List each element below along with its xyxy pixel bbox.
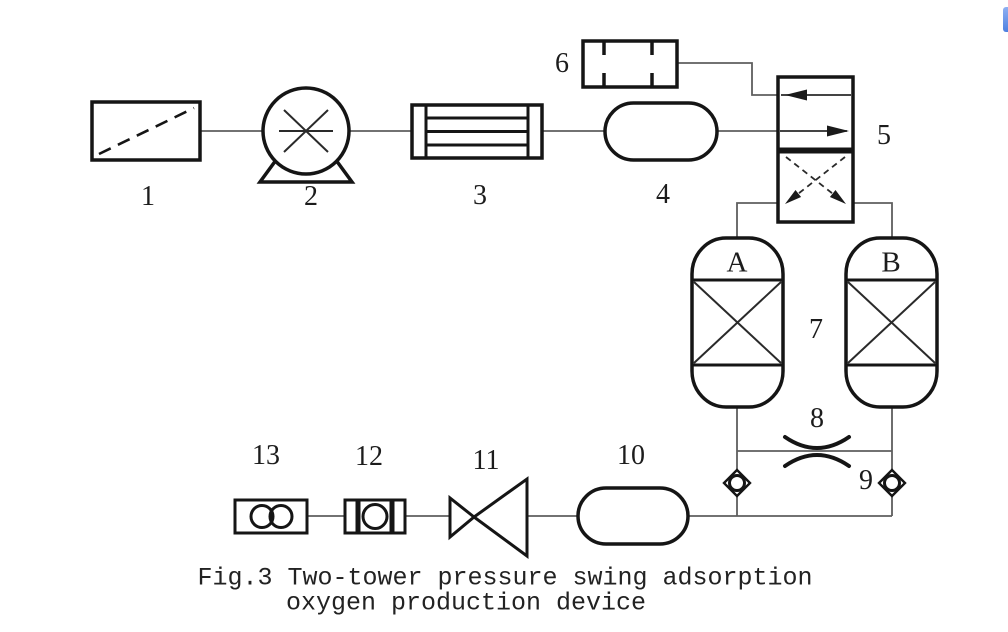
label-12: 12 — [355, 441, 383, 472]
adsorption-tower-b — [844, 236, 939, 409]
label-1: 1 — [141, 181, 155, 212]
meter13-dial-right — [268, 504, 294, 529]
label-11: 11 — [472, 445, 500, 476]
cooler-3 — [410, 103, 544, 160]
gas-meter-13 — [233, 498, 309, 535]
scrollbar-thumb[interactable] — [1003, 7, 1008, 32]
valve5-arrow-downleft — [785, 190, 802, 204]
figure-caption-line2: oxygen production device — [285, 588, 647, 618]
air-filter-1 — [90, 100, 202, 162]
directional-valve-5 — [776, 75, 855, 224]
check-valve-9-left — [722, 468, 752, 498]
label-8: 8 — [810, 403, 824, 434]
label-10: 10 — [617, 440, 645, 471]
valve5-arrow-downright — [829, 190, 846, 204]
meter12-rotor — [361, 503, 389, 530]
muffler-6 — [581, 39, 679, 89]
pipe-valve5-to-muffler — [677, 62, 778, 96]
label-6: 6 — [555, 48, 569, 79]
blower-spoke-diag2 — [283, 109, 329, 153]
tower-b-letter: B — [881, 246, 901, 279]
product-tank-10 — [576, 486, 690, 546]
valve5-arrow-right — [827, 125, 849, 137]
muffler-body — [581, 39, 679, 89]
meter13-dial-left — [249, 504, 275, 529]
check-valve-left-ball — [728, 474, 746, 492]
label-13: 13 — [252, 440, 280, 471]
tower-a-cross-2 — [693, 281, 782, 364]
orifice-bottom-arc — [783, 453, 851, 468]
valve11-left-cone — [448, 494, 477, 541]
tower-b-cross-2 — [847, 281, 936, 364]
label-2: 2 — [304, 181, 318, 212]
valve5-cross-line-2 — [788, 156, 846, 202]
label-9: 9 — [859, 465, 873, 496]
valve5-cross-line-1 — [785, 156, 843, 202]
figure-caption-line1: Fig.3 Two-tower pressure swing adsorptio… — [197, 563, 813, 593]
tower-a-letter: A — [726, 246, 748, 279]
flow-meter-12 — [343, 498, 407, 535]
pipe-network — [200, 62, 893, 517]
check-valve-right-ball — [883, 474, 901, 492]
valve11-right-cone — [471, 476, 529, 559]
adsorption-tower-a — [690, 236, 785, 409]
label-7: 7 — [809, 314, 823, 345]
buffer-tank-4 — [603, 101, 719, 162]
label-3: 3 — [473, 180, 487, 211]
filter-diagonal-dashed — [98, 106, 195, 156]
blower-2 — [256, 86, 356, 184]
valve5-arrow-left — [785, 89, 807, 101]
orifice-top-arc — [783, 435, 851, 450]
orifice-8 — [783, 435, 851, 468]
pipe-valve5-to-tower-b — [853, 202, 893, 240]
label-4: 4 — [656, 179, 670, 210]
valve-11 — [448, 476, 529, 559]
pipe-valve5-to-tower-a — [736, 202, 778, 240]
label-5: 5 — [877, 120, 891, 151]
check-valve-9-right — [877, 468, 907, 498]
